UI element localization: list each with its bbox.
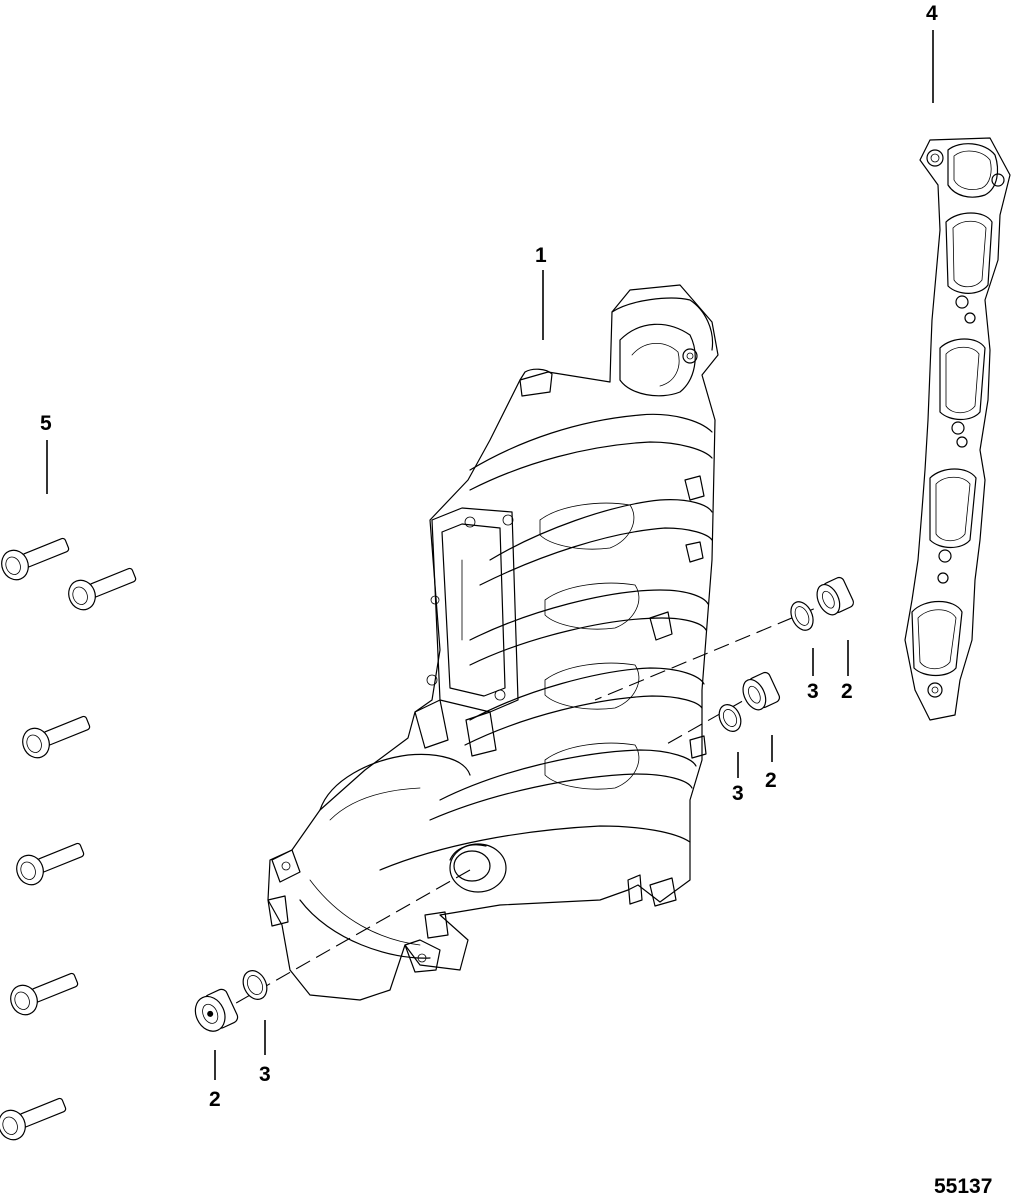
seal-lower: [242, 970, 268, 1000]
leader-lines: [46, 30, 934, 1080]
callout-seal-middle: 3: [732, 782, 744, 805]
callout-plug-middle: 2: [765, 769, 777, 792]
plug-upper: [816, 576, 855, 616]
plug-middle: [742, 671, 781, 711]
seal-middle: [718, 704, 742, 732]
exhaust-manifold: [267, 284, 719, 1001]
bolt: [22, 715, 91, 759]
manifold-gasket: [904, 137, 1011, 721]
callout-plug-lower: 2: [209, 1088, 221, 1111]
seal-upper: [790, 601, 814, 631]
callout-bolt: 5: [40, 412, 52, 435]
bolt: [10, 972, 79, 1016]
figure-number: 55137: [934, 1175, 992, 1198]
callout-plug-upper: 2: [841, 680, 853, 703]
bolt-set: [0, 537, 137, 1141]
callout-manifold: 1: [535, 244, 547, 267]
bolt: [0, 1097, 67, 1141]
bolt: [68, 567, 137, 611]
callout-seal-upper: 3: [807, 680, 819, 703]
plug-lower: [194, 988, 239, 1032]
callout-gasket: 4: [926, 2, 938, 25]
bolt: [1, 537, 70, 581]
bolt: [16, 842, 85, 886]
callout-seal-lower: 3: [259, 1063, 271, 1086]
